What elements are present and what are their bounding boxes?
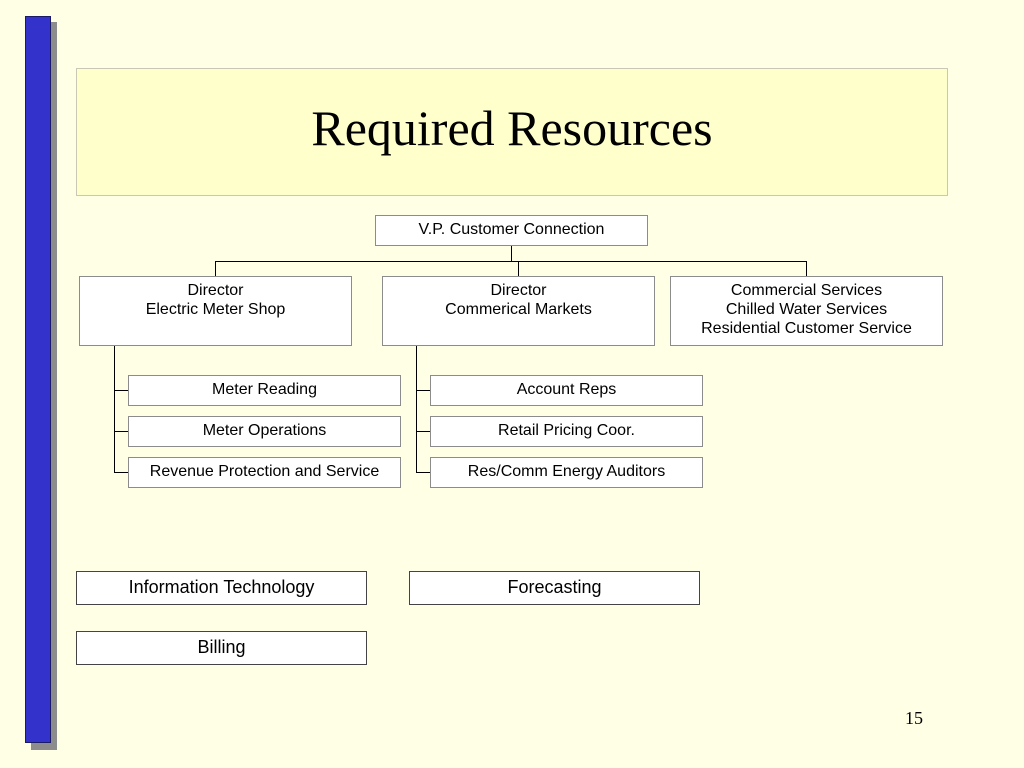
org-node-retail-pricing: Retail Pricing Coor. bbox=[430, 416, 703, 447]
support-forecasting: Forecasting bbox=[409, 571, 700, 605]
org-node-revenue-protection: Revenue Protection and Service bbox=[128, 457, 401, 488]
org-node-account-reps: Account Reps bbox=[430, 375, 703, 406]
org-node-line: Chilled Water Services bbox=[725, 301, 888, 318]
org-node-label: Meter Operations bbox=[202, 422, 327, 439]
support-information-technology: Information Technology bbox=[76, 571, 367, 605]
connector bbox=[114, 431, 128, 432]
connector bbox=[215, 261, 216, 276]
connector bbox=[215, 261, 807, 262]
connector bbox=[518, 261, 519, 276]
org-node-director-markets: Director Commerical Markets bbox=[382, 276, 655, 346]
connector bbox=[806, 261, 807, 276]
org-node-director-meter-shop: Director Electric Meter Shop bbox=[79, 276, 352, 346]
connector bbox=[114, 390, 128, 391]
org-node-line: Commerical Markets bbox=[445, 301, 592, 318]
support-billing: Billing bbox=[76, 631, 367, 665]
org-node-commercial-services: Commercial Services Chilled Water Servic… bbox=[670, 276, 943, 346]
org-node-label: Account Reps bbox=[516, 381, 617, 398]
connector bbox=[416, 431, 430, 432]
connector bbox=[416, 346, 417, 473]
connector bbox=[511, 246, 512, 261]
org-node-label: Res/Comm Energy Auditors bbox=[467, 463, 666, 480]
support-label: Billing bbox=[197, 637, 246, 657]
org-node-energy-auditors: Res/Comm Energy Auditors bbox=[430, 457, 703, 488]
org-node-line: Director bbox=[490, 282, 547, 299]
org-node-label: Retail Pricing Coor. bbox=[498, 422, 635, 439]
org-node-vp: V.P. Customer Connection bbox=[375, 215, 648, 246]
org-node-line: Commercial Services bbox=[730, 282, 883, 299]
org-node-line: Director bbox=[187, 282, 244, 299]
connector bbox=[114, 346, 115, 473]
connector bbox=[114, 472, 128, 473]
org-node-label: Meter Reading bbox=[212, 381, 317, 398]
org-node-label: Revenue Protection and Service bbox=[149, 463, 380, 480]
org-node-line: Electric Meter Shop bbox=[145, 301, 286, 318]
side-bar-accent bbox=[25, 16, 51, 743]
slide-title: Required Resources bbox=[311, 100, 713, 156]
page-number: 15 bbox=[905, 708, 923, 728]
connector bbox=[416, 390, 430, 391]
support-label: Information Technology bbox=[128, 577, 315, 597]
title-box: Required Resources bbox=[76, 68, 948, 196]
org-node-label: V.P. Customer Connection bbox=[418, 221, 605, 238]
support-label: Forecasting bbox=[507, 577, 602, 597]
org-node-line: Residential Customer Service bbox=[701, 320, 912, 337]
connector bbox=[416, 472, 430, 473]
org-node-meter-reading: Meter Reading bbox=[128, 375, 401, 406]
org-node-meter-operations: Meter Operations bbox=[128, 416, 401, 447]
